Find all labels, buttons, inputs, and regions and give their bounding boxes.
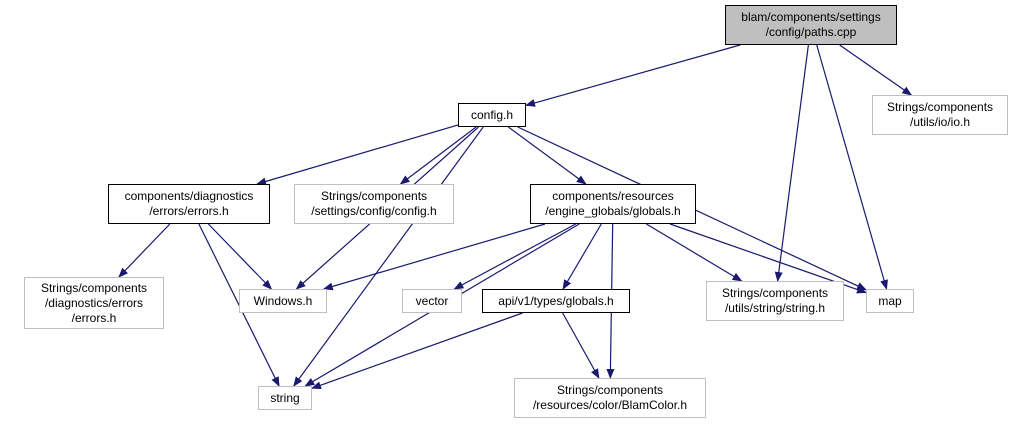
node-label-line: Strings/components (320, 189, 428, 203)
node-globals-h[interactable]: components/resources /engine_globals/glo… (530, 184, 696, 224)
node-label-line: Strings/components (40, 280, 148, 295)
edge-paths_cpp-to-config_h (525, 44, 741, 107)
node-label-line: /diagnostics/errors (44, 295, 144, 310)
node-label-line: Windows.h (253, 293, 313, 308)
edge-errors_h-to-windows_h (207, 223, 273, 290)
node-label-line: /resources/color/BlamColor.h (532, 398, 688, 412)
node-label-line: vector (415, 293, 449, 308)
node-label-line: config.h (470, 107, 514, 122)
node-label-line: /utils/io/io.h (909, 115, 971, 129)
edge-config_h-to-globals_h (507, 126, 587, 185)
node-config-h[interactable]: config.h (458, 103, 526, 127)
edge-globals_h-to-vector (453, 223, 576, 290)
node-label-line: Strings/components (556, 383, 664, 397)
edge-paths_cpp-to-io_h (839, 44, 913, 96)
edges (118, 44, 913, 390)
edge-api_globals_h-to-blamcolor_h (562, 312, 600, 379)
edge-globals_h-to-string_h (646, 223, 743, 282)
node-string[interactable]: string (258, 386, 312, 410)
node-label-line: components/resources (552, 189, 674, 203)
node-string-h[interactable]: Strings/components /utils/string/string.… (706, 281, 844, 321)
node-paths-cpp[interactable]: blam/components/settings /config/paths.c… (725, 5, 897, 45)
edge-errors_h-to-diag_errors_h (118, 223, 171, 278)
edge-globals_h-to-api_globals_h (562, 223, 602, 290)
node-label-line: /errors/errors.h (149, 204, 229, 218)
node-map[interactable]: map (866, 289, 914, 313)
node-label-line: Strings/components (886, 100, 994, 114)
node-settings-config-h[interactable]: Strings/components /settings/config/conf… (294, 184, 454, 224)
edge-config_h-to-string (293, 126, 484, 387)
edge-paths_cpp-to-string_h (774, 44, 809, 282)
edge-config_h-to-settings_config_h (399, 126, 477, 185)
edge-config_h-to-errors_h (256, 124, 459, 186)
node-label-line: /utils/string/string.h (724, 301, 826, 315)
node-label-line: blam/components/settings (741, 10, 881, 24)
edge-paths_cpp-to-map (816, 44, 888, 290)
node-vector[interactable]: vector (402, 289, 462, 313)
node-windows-h[interactable]: Windows.h (239, 289, 327, 313)
edge-errors_h-to-string (198, 223, 280, 387)
node-diagnostics-errors-h[interactable]: Strings/components /diagnostics/errors /… (24, 277, 164, 329)
node-label-line: string (270, 390, 300, 405)
node-errors-h[interactable]: components/diagnostics /errors/errors.h (108, 184, 270, 224)
node-label-line: /config/paths.cpp (765, 25, 857, 39)
node-label-line: Strings/components (721, 286, 829, 300)
node-label-line: /settings/config/config.h (311, 204, 437, 218)
node-label-line: components/diagnostics (124, 189, 254, 203)
node-label-line: /engine_globals/globals.h (545, 204, 681, 218)
node-blamcolor-h[interactable]: Strings/components /resources/color/Blam… (514, 378, 706, 418)
node-api-globals-h[interactable]: api/v1/types/globals.h (482, 289, 630, 313)
node-io-h[interactable]: Strings/components /utils/io/io.h (872, 95, 1008, 135)
node-label-line: api/v1/types/globals.h (498, 293, 614, 308)
edge-api_globals_h-to-string (311, 312, 523, 390)
node-label-line: map (878, 293, 902, 308)
edge-globals_h-to-windows_h (322, 223, 546, 291)
node-label-line: /errors.h (71, 310, 117, 325)
